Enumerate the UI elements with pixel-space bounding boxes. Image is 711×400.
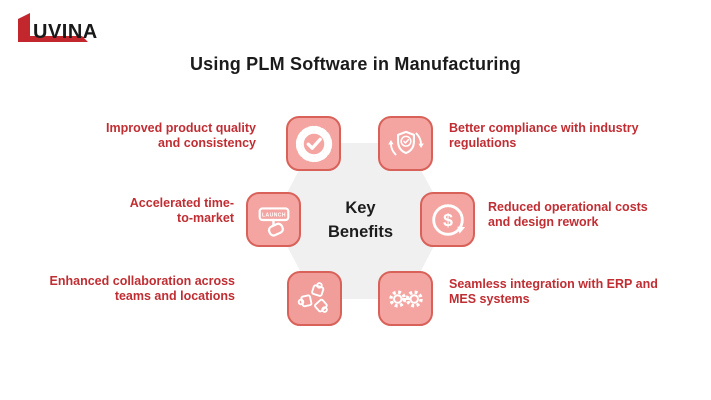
launch-button-text: LAUNCH [262, 212, 286, 218]
benefit-tile-cost: $ [420, 192, 475, 247]
benefit-label-integration: Seamless integration with ERP and MES sy… [449, 277, 658, 306]
dollar-rotation-icon: $ [431, 203, 465, 236]
center-label: Key Benefits [327, 199, 394, 241]
benefit-tile-time-to-market: LAUNCH [246, 192, 301, 247]
benefit-tile-compliance [378, 116, 433, 171]
gears-integration-icon [388, 290, 423, 307]
page-title: Using PLM Software in Manufacturing [189, 54, 521, 74]
luvina-logo-mark: UVINA [18, 13, 98, 43]
benefit-tile-integration [378, 271, 433, 326]
logo-wordmark: UVINA [33, 21, 98, 43]
benefit-tile-quality [286, 116, 341, 171]
dollar-glyph: $ [443, 210, 453, 230]
logo-l-stem [18, 13, 30, 42]
luvina-logo: UVINA [10, 8, 106, 48]
benefit-label-collaboration: Enhanced collaboration across teams and … [49, 274, 235, 303]
benefit-label-time-to-market: Accelerated time- to-market [129, 196, 234, 225]
benefit-label-compliance: Better compliance with industry regulati… [449, 121, 639, 150]
launch-button-icon: LAUNCH [258, 206, 289, 237]
benefit-label-quality: Improved product quality and consistency [105, 121, 256, 150]
benefit-tile-collaboration [287, 271, 342, 326]
compliance-shield-icon [387, 130, 424, 155]
quality-badge-icon [295, 125, 332, 162]
benefit-label-cost: Reduced operational costs and design rew… [488, 200, 648, 229]
logo-l-base [18, 36, 88, 42]
collaboration-puzzle-icon [297, 281, 328, 313]
